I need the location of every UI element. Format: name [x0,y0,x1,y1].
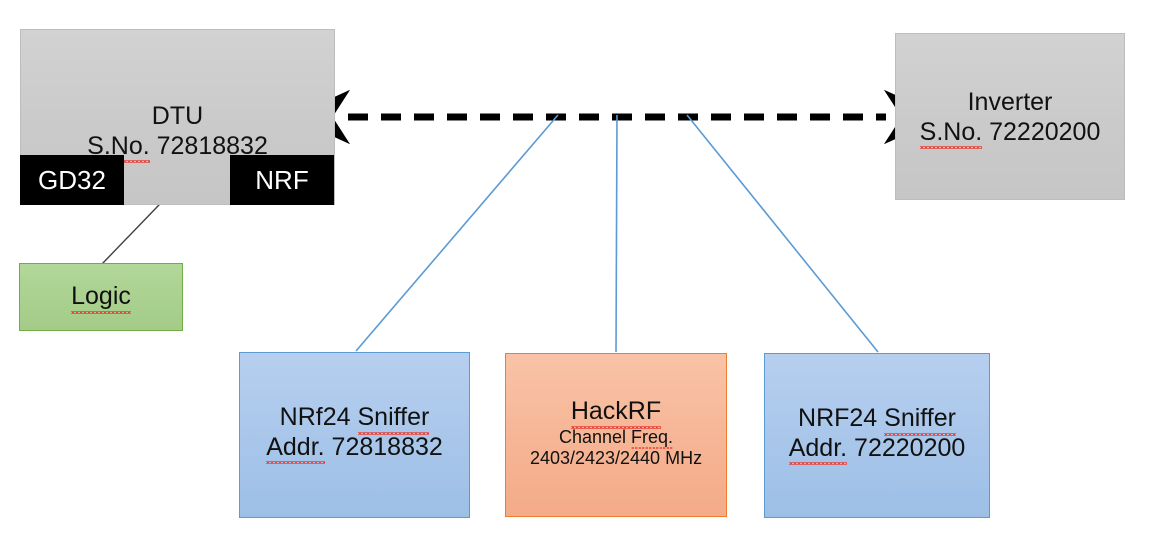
gd32-chip[interactable]: GD32 [20,155,124,205]
nrf24-sniffer-left-node[interactable]: NRf24 Sniffer Addr. 72818832 [239,352,470,518]
nrf-chip[interactable]: NRF [230,155,334,205]
gd32-label: GD32 [38,164,106,195]
sniffer-left-tap-line [355,114,559,352]
dtu-serial-value: 72818832 [156,131,268,160]
hackrf-name: HackRF [570,397,662,428]
sniffer-left-name-prefix: NRf24 [279,403,351,431]
inverter-node[interactable]: Inverter S.No. 72220200 [895,33,1125,200]
sniffer-left-addr: Addr. 72818832 [266,432,443,464]
sniffer-right-addr-label: Addr. [788,433,848,465]
sniffer-left-addr-label: Addr. [266,432,325,464]
logic-label: Logic [71,282,131,314]
inverter-serial: S.No. 72220200 [919,117,1101,149]
nrf-label: NRF [255,164,309,195]
hackrf-freq-word: Freq. [631,426,674,450]
sniffer-right-name-suffix: Sniffer [884,404,956,435]
sniffer-left-name-suffix: Sniffer [357,403,430,434]
sniffer-right-name: NRF24 Sniffer [798,404,956,435]
sniffer-left-addr-value: 72818832 [331,432,443,461]
inverter-serial-value: 72220200 [989,117,1101,146]
hackrf-channel-word: Channel [558,426,627,447]
nrf24-sniffer-right-node[interactable]: NRF24 Sniffer Addr. 72220200 [764,353,990,518]
dtu-title: DTU [151,102,204,130]
inverter-serial-label: S.No. [919,117,983,149]
sniffer-right-addr-value: 72220200 [854,433,966,462]
logic-analyzer-node[interactable]: Logic [19,263,183,331]
hackrf-channel-label: Channel Freq. [558,426,674,450]
sniffer-right-name-prefix: NRF24 [798,404,878,432]
sniffer-right-addr: Addr. 72220200 [788,433,966,465]
sniffer-right-tap-line [686,114,879,353]
inverter-title: Inverter [967,88,1053,116]
hackrf-tap-line [615,114,618,353]
sniffer-left-name: NRf24 Sniffer [279,403,430,434]
hackrf-channel-freqs: 2403/2423/2440 MHz [529,448,703,469]
hackrf-node[interactable]: HackRF Channel Freq. 2403/2423/2440 MHz [505,353,727,517]
